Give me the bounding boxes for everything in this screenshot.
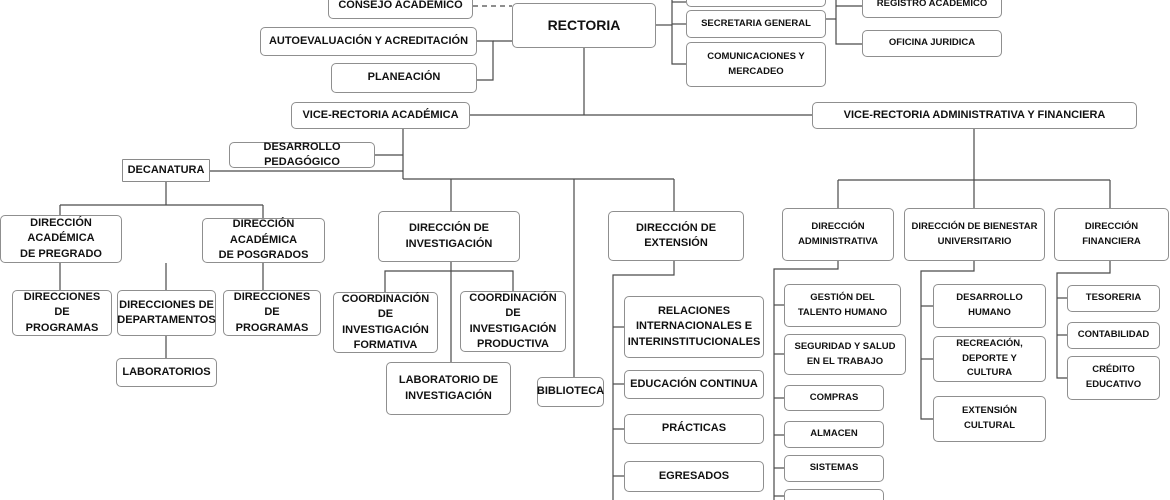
contabilidad-box: CONTABILIDAD bbox=[1067, 322, 1160, 349]
almacen-box: ALMACEN bbox=[784, 421, 884, 448]
admin-unlabeled-box bbox=[784, 489, 884, 500]
comunicaciones-box: COMUNICACIONES Y MERCADEO bbox=[686, 42, 826, 87]
talento-humano-box: GESTIÓN DEL TALENTO HUMANO bbox=[784, 284, 901, 327]
direccion-extension-box: DIRECCIÓN DE EXTENSIÓN bbox=[608, 211, 744, 261]
laboratorio-investigacion-box: LABORATORIO DE INVESTIGACIÓN bbox=[386, 362, 511, 415]
rectoria-box: RECTORIA bbox=[512, 3, 656, 48]
direccion-bienestar-box: DIRECCIÓN DE BIENESTAR UNIVERSITARIO bbox=[904, 208, 1045, 261]
consejo-academico-box: CONSEJO ACADÉMICO bbox=[328, 0, 473, 19]
direcciones-departamentos-box: DIRECCIONES DE DEPARTAMENTOS bbox=[117, 290, 216, 336]
decanatura-box: DECANATURA bbox=[122, 159, 210, 182]
desarrollo-pedagogico-box: DESARROLLO PEDAGÓGICO bbox=[229, 141, 375, 168]
direccion-investigacion-box: DIRECCIÓN DE INVESTIGACIÓN bbox=[378, 211, 520, 262]
practicas-box: PRÁCTICAS bbox=[624, 414, 764, 444]
biblioteca-box: BIBLIOTECA bbox=[537, 377, 604, 407]
oficina-juridica-box: OFICINA JURIDICA bbox=[862, 30, 1002, 57]
direccion-administrativa-box: DIRECCIÓN ADMINISTRATIVA bbox=[782, 208, 894, 261]
recreacion-box: RECREACIÓN, DEPORTE Y CULTURA bbox=[933, 336, 1046, 382]
registro-academico-box: REGISTRO ACADÉMICO bbox=[862, 0, 1002, 18]
top-unlabeled-box bbox=[686, 0, 826, 7]
coordinacion-formativa-box: COORDINACIÓN DE INVESTIGACIÓN FORMATIVA bbox=[333, 292, 438, 353]
seguridad-salud-box: SEGURIDAD Y SALUD EN EL TRABAJO bbox=[784, 334, 906, 375]
direccion-pregrado-box: DIRECCIÓN ACADÉMICA DE PREGRADO bbox=[0, 215, 122, 263]
sistemas-box: SISTEMAS bbox=[784, 455, 884, 482]
direcciones-programas-box-1: DIRECCIONES DE PROGRAMAS bbox=[12, 290, 112, 336]
egresados-box: EGRESADOS bbox=[624, 461, 764, 492]
planeacion-box: PLANEACIÓN bbox=[331, 63, 477, 93]
relaciones-internacionales-box: RELACIONES INTERNACIONALES E INTERINSTIT… bbox=[624, 296, 764, 358]
coordinacion-productiva-box: COORDINACIÓN DE INVESTIGACIÓN PRODUCTIVA bbox=[460, 291, 566, 352]
direccion-posgrado-box: DIRECCIÓN ACADÉMICA DE POSGRADOS bbox=[202, 218, 325, 263]
educacion-continua-box: EDUCACIÓN CONTINUA bbox=[624, 370, 764, 399]
extension-cultural-box: EXTENSIÓN CULTURAL bbox=[933, 396, 1046, 442]
vice-rectoria-administrativa-box: VICE-RECTORIA ADMINISTRATIVA Y FINANCIER… bbox=[812, 102, 1137, 129]
autoevaluacion-box: AUTOEVALUACIÓN Y ACREDITACIÓN bbox=[260, 27, 477, 56]
compras-box: COMPRAS bbox=[784, 385, 884, 411]
secretaria-general-box: SECRETARIA GENERAL bbox=[686, 10, 826, 38]
direcciones-programas-box-2: DIRECCIONES DE PROGRAMAS bbox=[223, 290, 321, 336]
tesoreria-box: TESORERIA bbox=[1067, 285, 1160, 312]
vice-rectoria-academica-box: VICE-RECTORIA ACADÉMICA bbox=[291, 102, 470, 129]
credito-educativo-box: CRÉDITO EDUCATIVO bbox=[1067, 356, 1160, 400]
direccion-financiera-box: DIRECCIÓN FINANCIERA bbox=[1054, 208, 1169, 261]
desarrollo-humano-box: DESARROLLO HUMANO bbox=[933, 284, 1046, 328]
laboratorios-box: LABORATORIOS bbox=[116, 358, 217, 387]
